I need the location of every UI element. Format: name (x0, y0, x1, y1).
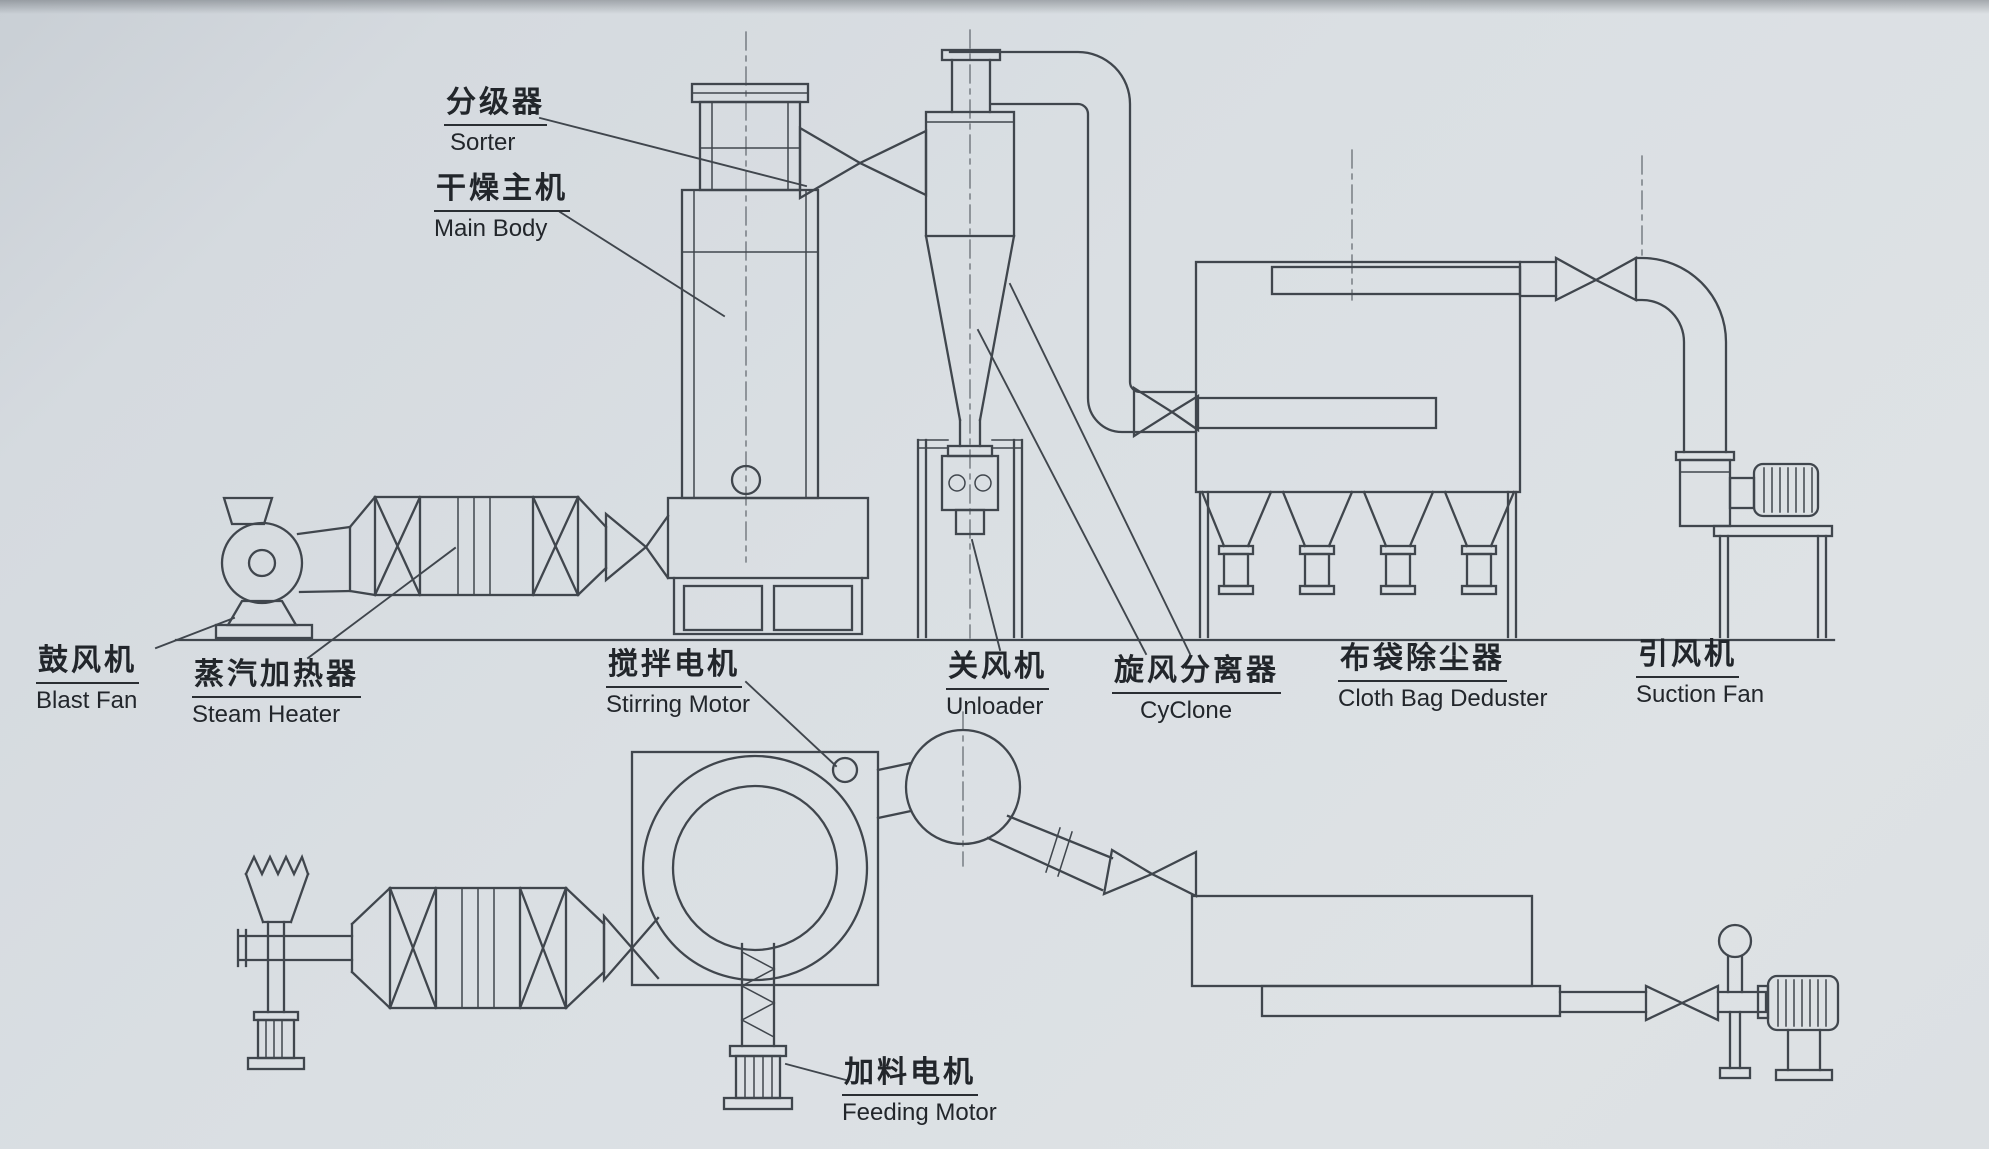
label-sorter: 分级器 Sorter (444, 86, 547, 156)
label-steam-heater-en: Steam Heater (192, 700, 341, 728)
label-blast-fan-en: Blast Fan (36, 686, 138, 714)
label-sorter-en: Sorter (450, 128, 516, 156)
unloader-drawing (916, 438, 1024, 639)
label-cloth-bag-deduster-en: Cloth Bag Deduster (1338, 684, 1548, 712)
label-steam-heater: 蒸汽加热器 Steam Heater (192, 658, 361, 728)
label-cloth-bag-deduster-zh: 布袋除尘器 (1338, 642, 1507, 682)
cyclone-drawing (924, 48, 1016, 448)
label-suction-fan-en: Suction Fan (1636, 680, 1765, 708)
stirring-mixer-drawing (630, 750, 880, 987)
label-cloth-bag-deduster: 布袋除尘器 Cloth Bag Deduster (1338, 642, 1547, 712)
label-suction-fan-zh: 引风机 (1636, 638, 1739, 678)
suction-fan-drawing (1674, 450, 1834, 639)
label-sorter-zh: 分级器 (444, 86, 547, 126)
steam-heater-drawing (348, 495, 670, 597)
bottom-fan-drawing (876, 728, 1114, 892)
label-steam-heater-zh: 蒸汽加热器 (192, 658, 361, 698)
feeding-screw-drawing (722, 942, 794, 1111)
bottom-heater-drawing (350, 886, 660, 1010)
label-cyclone-zh: 旋风分离器 (1112, 654, 1281, 694)
label-blast-fan: 鼓风机 Blast Fan (36, 644, 139, 714)
label-cyclone-en: CyClone (1140, 696, 1233, 724)
blast-fan-drawing (214, 496, 352, 640)
label-stirring-motor: 搅拌电机 Stirring Motor (606, 648, 750, 718)
label-main-body: 干燥主机 Main Body (434, 172, 570, 242)
outlet-duct-drawing (1518, 256, 1728, 454)
label-main-body-zh: 干燥主机 (434, 172, 570, 212)
overhead-duct-drawing (948, 50, 1438, 439)
sorter-duct-drawing (798, 125, 928, 201)
main-body-drawing (666, 82, 870, 636)
label-blast-fan-zh: 鼓风机 (36, 644, 139, 684)
label-stirring-motor-zh: 搅拌电机 (606, 648, 742, 688)
label-unloader-en: Unloader (946, 692, 1044, 720)
label-cyclone: 旋风分离器 CyClone (1112, 654, 1281, 724)
discharge-conveyor-drawing (1102, 848, 1840, 1082)
label-unloader: 关风机 Unloader (946, 650, 1049, 720)
axis-centerlines (745, 29, 1643, 867)
liquid-feeder-drawing (236, 853, 354, 1071)
label-stirring-motor-en: Stirring Motor (606, 690, 751, 718)
label-main-body-en: Main Body (434, 214, 548, 242)
label-feeding-motor: 加料电机 Feeding Motor (842, 1056, 997, 1126)
label-feeding-motor-en: Feeding Motor (842, 1098, 997, 1126)
leader-lines (154, 116, 1192, 1082)
label-unloader-zh: 关风机 (946, 650, 1049, 690)
label-suction-fan: 引风机 Suction Fan (1636, 638, 1764, 708)
label-feeding-motor-zh: 加料电机 (842, 1056, 978, 1096)
cloth-bag-deduster-drawing (1194, 260, 1522, 639)
